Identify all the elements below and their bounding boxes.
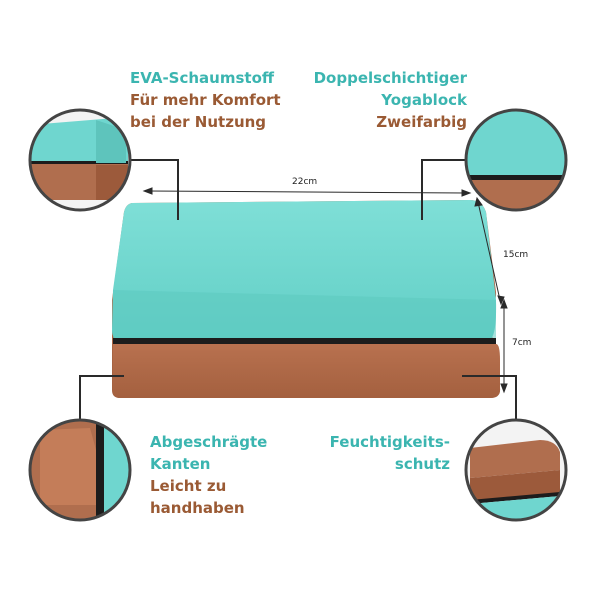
feature-eva-foam: EVA-Schaumstoff Für mehr Komfort bei der… xyxy=(130,67,281,133)
feature-eva-line3: bei der Nutzung xyxy=(130,113,267,131)
detail-circle-beveled xyxy=(28,418,132,522)
detail-circle-eva xyxy=(28,108,132,212)
dimension-arrows xyxy=(142,187,508,394)
feature-moisture-line1: Feuchtigkeits- xyxy=(329,433,450,451)
feature-double-layer: Doppelschichtiger Yogablock Zweifarbig xyxy=(314,67,467,133)
feature-moisture-line2: schutz xyxy=(394,455,450,473)
yoga-block xyxy=(112,200,501,398)
feature-eva-line2: Für mehr Komfort xyxy=(130,91,281,109)
feature-double-line3: Zweifarbig xyxy=(376,113,467,131)
length-label: 22cm xyxy=(292,177,318,187)
feature-beveled-line2: Kanten xyxy=(150,455,211,473)
feature-moisture-protection: Feuchtigkeits- schutz xyxy=(330,431,450,475)
height-label: 7cm xyxy=(512,338,532,348)
detail-circle-moisture xyxy=(464,418,568,522)
callout-lines xyxy=(79,159,517,420)
feature-beveled-line3: Leicht zu xyxy=(150,477,227,495)
width-label: 15cm xyxy=(503,250,529,260)
feature-beveled-title: Abgeschrägte xyxy=(150,433,268,451)
feature-double-title: Doppelschichtiger xyxy=(313,69,467,87)
feature-eva-title: EVA-Schaumstoff xyxy=(130,69,275,87)
feature-double-line2: Yogablock xyxy=(381,91,467,109)
feature-beveled-edges: Abgeschrägte Kanten Leicht zu handhaben xyxy=(150,431,267,519)
feature-beveled-line4: handhaben xyxy=(150,499,245,517)
